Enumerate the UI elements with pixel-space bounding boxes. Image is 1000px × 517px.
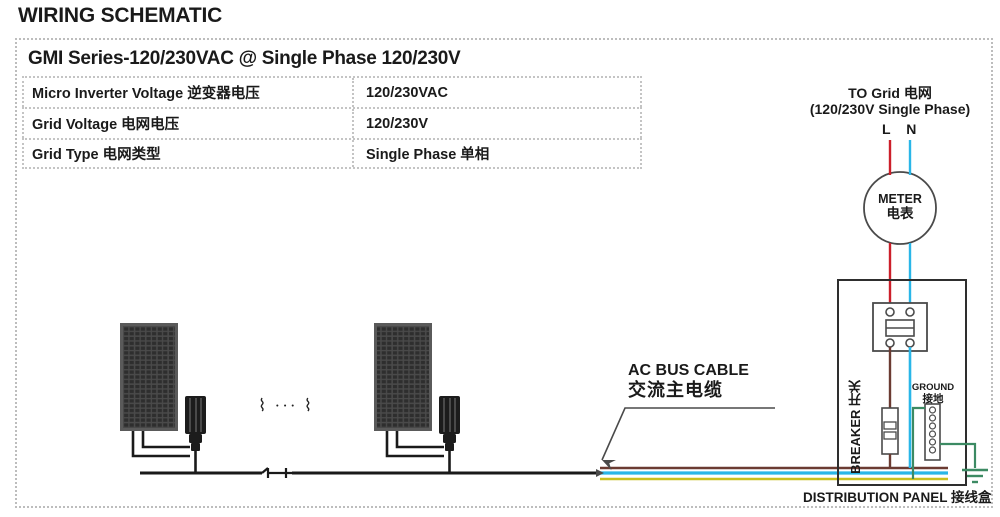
ac-bus-label-en: AC BUS CABLE — [628, 362, 749, 379]
spec-table: GMI Series-120/230VAC @ Single Phase 120… — [22, 44, 642, 169]
spec-value: Single Phase 单相 — [366, 147, 490, 163]
spec-key: Micro Inverter Voltage 逆变器电压 — [24, 78, 354, 107]
breaker-label: BREAKER 开关 — [848, 380, 863, 474]
table-row: Grid Type 电网类型 Single Phase 单相 — [22, 138, 642, 169]
meter-label: METER 电表 — [868, 192, 932, 221]
distribution-panel-label: DISTRIBUTION PANEL 接线盒 — [803, 490, 992, 505]
spec-key: Grid Voltage 电网电压 — [24, 109, 354, 138]
page-title: WIRING SCHEMATIC — [18, 4, 223, 27]
grid-source-line1: TO Grid 电网 — [848, 85, 932, 101]
ground-label-cn: 接地 — [922, 392, 944, 405]
table-row: Micro Inverter Voltage 逆变器电压 120/230VAC — [22, 76, 642, 107]
spec-key: Grid Type 电网类型 — [24, 140, 354, 167]
meter-label-cn: 电表 — [886, 206, 914, 221]
ac-bus-cable-label: AC BUS CABLE 交流主电缆 — [628, 362, 749, 400]
spec-value: 120/230V — [366, 115, 429, 132]
ac-bus-label-cn: 交流主电缆 — [628, 379, 723, 400]
meter-label-en: METER — [878, 192, 922, 206]
series-continuation-icon: ⌇ ··· ⌇ — [258, 396, 315, 415]
ground-label-en: GROUND — [911, 382, 955, 393]
grid-source-line2: (120/230V Single Phase) — [809, 100, 971, 117]
ground-label: GROUND 接地 — [900, 382, 966, 405]
grid-source-label: TO Grid 电网 (120/230V Single Phase) — [782, 85, 998, 117]
spec-value: 120/230VAC — [366, 84, 448, 101]
table-row: Grid Voltage 电网电压 120/230V — [22, 107, 642, 138]
schematic-outer-frame — [15, 38, 993, 508]
spec-table-heading: GMI Series-120/230VAC @ Single Phase 120… — [28, 48, 461, 69]
line-neutral-label: L N — [882, 121, 923, 137]
